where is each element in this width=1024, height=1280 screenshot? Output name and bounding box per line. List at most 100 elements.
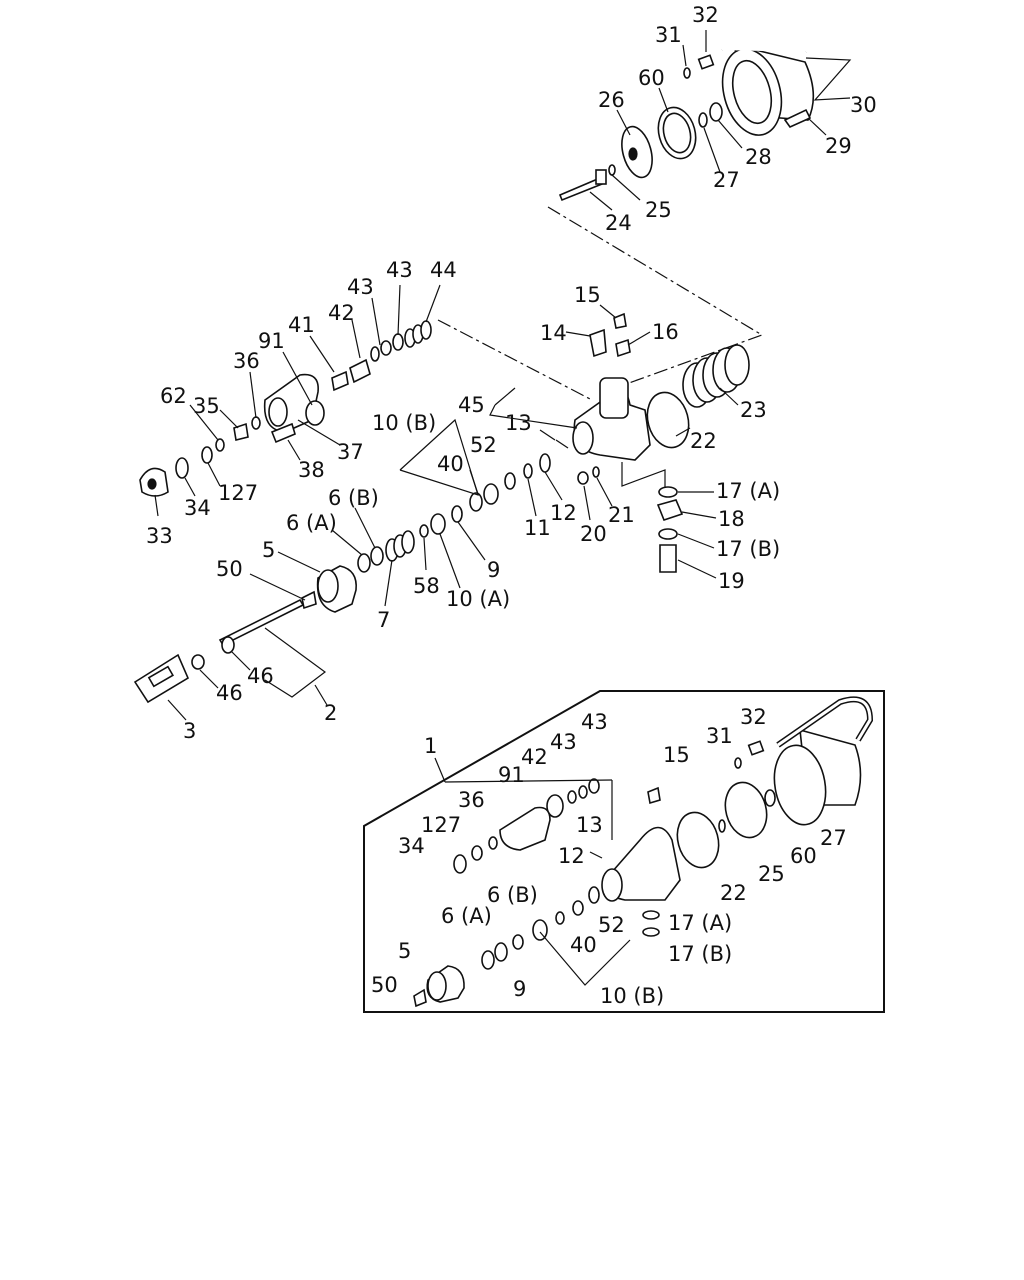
label-43b: 43 xyxy=(347,275,374,299)
ring-34 xyxy=(175,457,189,479)
inset-label-50: 50 xyxy=(371,973,398,997)
label-38: 38 xyxy=(298,458,325,482)
label-27: 27 xyxy=(713,168,740,192)
label-13: 13 xyxy=(505,411,532,435)
leader-43b xyxy=(397,284,401,336)
leader-127 xyxy=(207,462,221,487)
vacuum-pipe xyxy=(721,14,817,53)
inset-label-17a: 17 (A) xyxy=(668,911,732,935)
leader-2 xyxy=(264,627,327,698)
washer-17b xyxy=(658,528,678,540)
label-30: 30 xyxy=(850,93,877,117)
label-12: 12 xyxy=(550,501,577,525)
label-2: 2 xyxy=(324,701,337,725)
inset-ring-9 xyxy=(512,934,524,950)
valve-42 xyxy=(349,358,371,384)
leader-6b xyxy=(354,507,376,549)
inset-frame xyxy=(363,690,885,1013)
inset-booster-flange xyxy=(773,744,827,826)
label-33: 33 xyxy=(146,524,173,548)
leader-15 xyxy=(599,304,617,319)
leader-19 xyxy=(677,559,717,579)
end-cover-group xyxy=(139,284,441,517)
label-91: 91 xyxy=(258,329,285,353)
leader-12 xyxy=(544,471,563,501)
inset-ring-10b xyxy=(555,911,565,925)
ring-43b xyxy=(380,340,392,356)
inset-snap-ring-12 xyxy=(588,886,600,904)
label-3: 3 xyxy=(183,719,196,743)
inset-label-9: 9 xyxy=(513,977,526,1001)
ring-31 xyxy=(683,67,691,79)
label-21: 21 xyxy=(608,503,635,527)
label-62: 62 xyxy=(160,384,187,408)
o-ring-22 xyxy=(646,391,690,449)
inset-leader-1b xyxy=(444,779,613,783)
inset-cap-15 xyxy=(647,786,661,805)
inset-bushing-127 xyxy=(471,845,483,861)
leader-11 xyxy=(527,478,537,517)
label-127: 127 xyxy=(218,481,258,505)
inset-label-34: 34 xyxy=(398,834,425,858)
label-32: 32 xyxy=(692,3,719,27)
leader-28 xyxy=(717,119,743,149)
label-34: 34 xyxy=(184,496,211,520)
inset-label-43a: 43 xyxy=(581,710,608,734)
label-46a: 46 xyxy=(247,664,274,688)
label-17b: 17 (B) xyxy=(716,537,780,561)
seal-25 xyxy=(608,164,616,176)
bolt-32 xyxy=(697,54,715,70)
label-18: 18 xyxy=(718,507,745,531)
leader-10b xyxy=(399,418,479,496)
label-37: 37 xyxy=(337,440,364,464)
label-41: 41 xyxy=(288,313,315,337)
leader-16 xyxy=(627,331,651,346)
piston-5-face xyxy=(317,569,339,603)
boot-23 xyxy=(682,344,750,408)
ring-62 xyxy=(215,438,225,452)
inset-label-27: 27 xyxy=(820,826,847,850)
inset-ring-27 xyxy=(764,789,776,807)
inset-cover xyxy=(499,806,551,851)
leader-45 xyxy=(489,404,578,429)
label-10b: 10 (B) xyxy=(372,411,436,435)
leader-9 xyxy=(457,521,486,561)
leader-37 xyxy=(297,419,341,446)
leader-24 xyxy=(589,191,613,211)
alignment-line-mid xyxy=(437,319,593,401)
inset-label-15: 15 xyxy=(663,743,690,767)
cap-33-hole xyxy=(147,478,157,490)
label-43a: 43 xyxy=(386,258,413,282)
inset-label-17b: 17 (B) xyxy=(668,942,732,966)
inset-label-43b: 43 xyxy=(550,730,577,754)
inset-piston-face xyxy=(427,971,447,1001)
inset-diaphragm-60 xyxy=(724,781,768,839)
ring-43a xyxy=(370,346,380,362)
labels-inset: 32 43 31 43 1 15 42 91 36 127 13 27 34 1… xyxy=(371,705,847,1008)
leader-6a xyxy=(331,529,363,556)
inset-o-ring-91 xyxy=(546,794,564,818)
label-6a: 6 (A) xyxy=(286,511,337,535)
inset-label-10b: 10 (B) xyxy=(600,984,664,1008)
leader-26 xyxy=(616,109,631,136)
o-ring-91 xyxy=(305,400,325,426)
label-58: 58 xyxy=(413,574,440,598)
label-60: 60 xyxy=(638,66,665,90)
spring-41 xyxy=(331,370,349,392)
inset-pin-13 xyxy=(589,851,603,859)
inset-ring-31 xyxy=(734,757,742,769)
rod-24-nut xyxy=(595,169,607,185)
inset-label-13: 13 xyxy=(576,813,603,837)
label-14: 14 xyxy=(540,321,567,345)
label-17a: 17 (A) xyxy=(716,479,780,503)
leader-5 xyxy=(277,551,321,573)
bushing-127 xyxy=(201,446,213,464)
inset-cup-6b xyxy=(494,942,508,962)
piston-group xyxy=(133,304,739,721)
label-19: 19 xyxy=(718,569,745,593)
bracket-17-19 xyxy=(621,462,666,488)
bolt-29 xyxy=(783,108,812,128)
clevis-3-slot xyxy=(147,665,174,688)
inset-spring-50 xyxy=(413,988,427,1008)
